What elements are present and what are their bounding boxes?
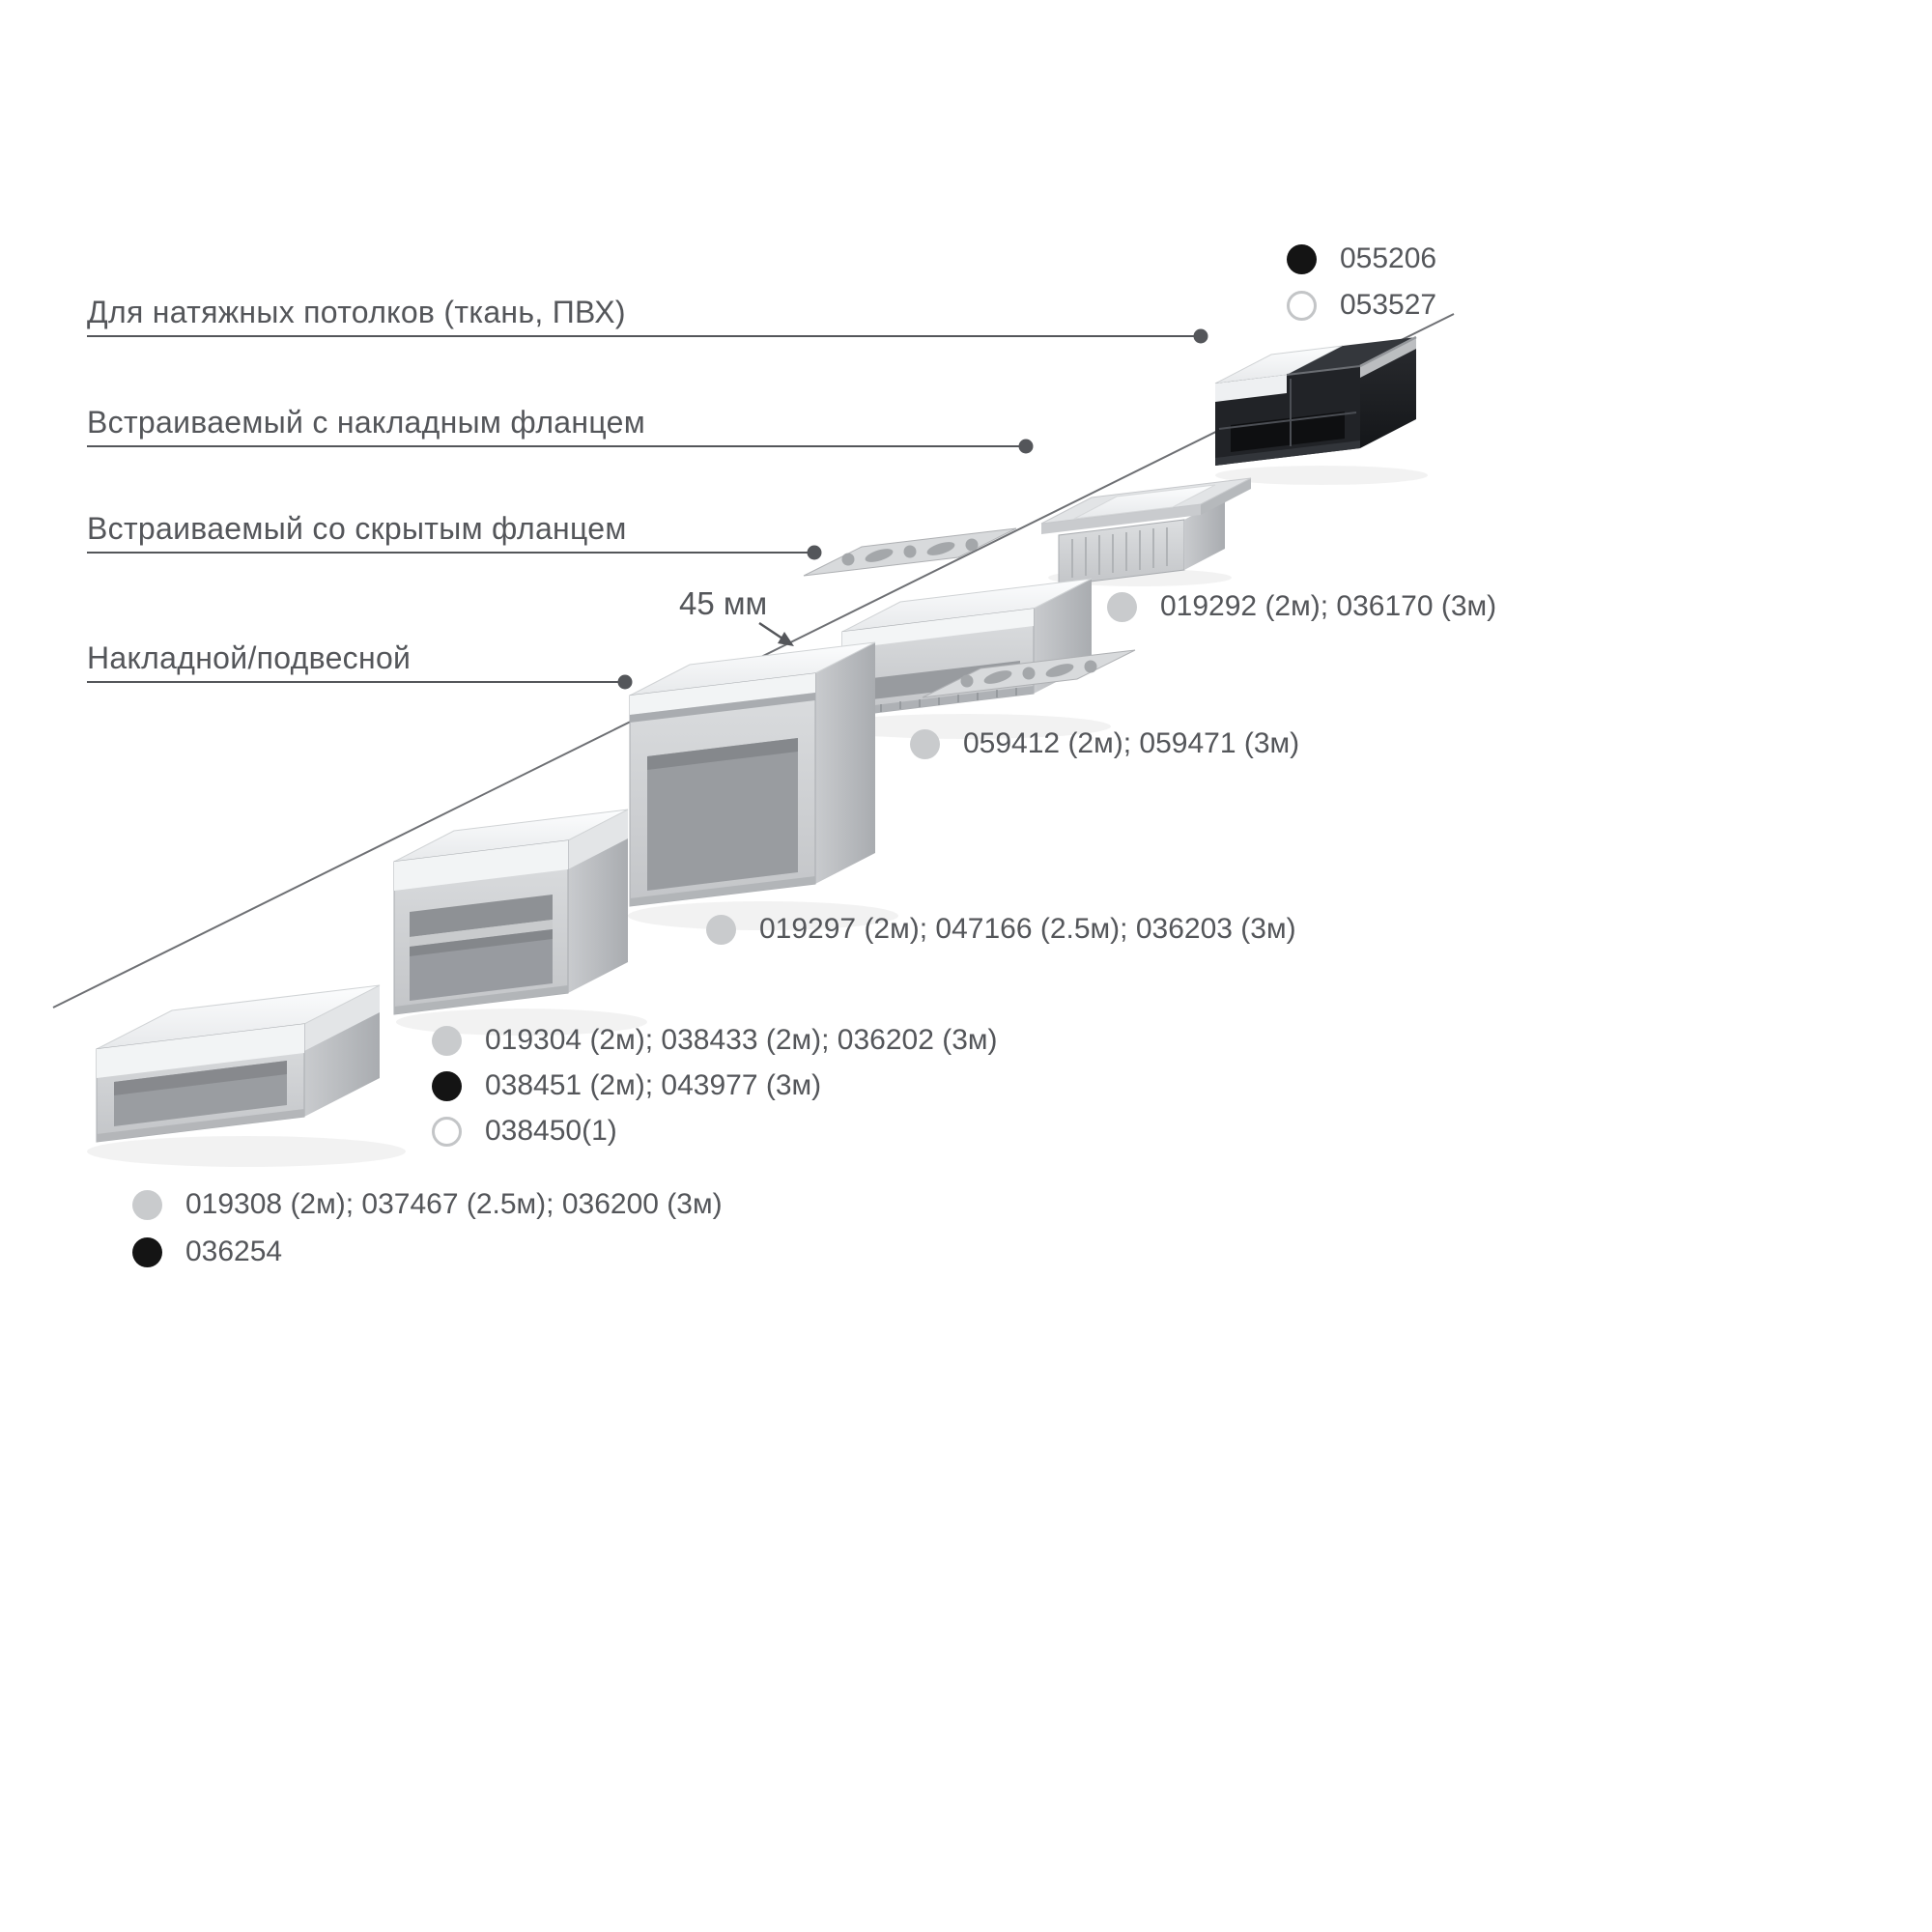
article-codes: 059412 (2м); 059471 (3м) — [963, 727, 1300, 759]
callout-dot — [1018, 439, 1034, 454]
diffuser-side-band — [304, 985, 380, 1051]
diffuser-front-band — [97, 1024, 304, 1078]
diffuser-front-band — [394, 840, 568, 891]
white-dot-icon — [1287, 290, 1317, 321]
callout-dot — [807, 545, 822, 560]
profile-cavity — [1231, 412, 1345, 452]
flange-holes — [960, 660, 1097, 688]
profile-shadows — [87, 466, 1428, 1167]
edge-highlight — [1286, 365, 1361, 376]
diffuser-side — [1360, 337, 1416, 378]
cavity-shadow — [410, 929, 553, 956]
diffuser-front — [1215, 375, 1287, 402]
code-row-stretch-ceiling-2: 053527 — [1287, 289, 1437, 321]
category-label-stretch-ceilings: Для натяжных потолков (ткань, ПВХ) — [87, 295, 626, 329]
diffuser-front-band — [842, 609, 1034, 649]
code-row-stretch-ceiling-1: 055206 — [1287, 242, 1437, 274]
article-codes: 019297 (2м); 047166 (2.5м); 036203 (3м) — [759, 913, 1296, 945]
black-dot-icon — [132, 1236, 162, 1267]
profile-top-face — [1287, 337, 1416, 375]
cross-section-line — [1218, 412, 1357, 430]
article-codes: 038450(1) — [485, 1115, 617, 1147]
diffuser-side-band — [568, 810, 628, 869]
article-codes: 036254 — [185, 1236, 283, 1267]
flange-right-edge — [1201, 478, 1251, 515]
category-label-recessed-surface-flange: Встраиваемый с накладным фланцем — [87, 405, 646, 440]
profile-bottom-lip — [1215, 440, 1360, 466]
profile-recessed-hidden-flange — [803, 527, 1136, 718]
profile-recessed-surface-flange — [1040, 477, 1252, 586]
diffuser-front-band — [630, 673, 815, 715]
code-row-surface-medium-2: 038451 (2м); 043977 (3м) — [432, 1069, 822, 1101]
category-label-recessed-hidden-flange: Встраиваемый со скрытым фланцем — [87, 511, 627, 546]
profile-bottom-lip — [842, 686, 1034, 717]
gray-dot-icon — [910, 728, 940, 759]
led-groove-strip — [630, 693, 815, 723]
profile-bottom-lip — [394, 985, 568, 1014]
perforated-flange-front — [922, 649, 1136, 698]
article-codes: 019304 (2м); 038433 (2м); 036202 (3м) — [485, 1024, 998, 1056]
black-dot-icon — [1287, 243, 1317, 274]
code-row-surface-large: 019297 (2м); 047166 (2.5м); 036203 (3м) — [706, 913, 1296, 945]
code-row-recessed-hidden-flange: 059412 (2м); 059471 (3м) — [910, 727, 1300, 759]
category-label-surface-suspended: Накладной/подвесной — [87, 640, 412, 675]
gray-dot-icon — [432, 1025, 462, 1056]
flange-front-edge — [1041, 504, 1201, 534]
profile-surface-small — [96, 984, 381, 1143]
dimension-label: 45 мм — [679, 585, 768, 621]
article-codes: 038451 (2м); 043977 (3м) — [485, 1069, 822, 1101]
flange-holes — [841, 538, 979, 566]
inner-shelf — [410, 920, 553, 947]
heatsink-fins — [1071, 527, 1168, 578]
profile-bottom-lip — [630, 876, 815, 906]
code-row-recessed-surface-flange: 019292 (2м); 036170 (3м) — [1107, 590, 1497, 622]
code-row-surface-small-1: 019308 (2м); 037467 (2.5м); 036200 (3м) — [132, 1188, 723, 1220]
profile-side-face — [815, 642, 875, 884]
cavity-shadow — [114, 1061, 287, 1095]
gray-dot-icon — [706, 914, 736, 945]
edge-highlight — [1359, 335, 1417, 368]
profile-stretch-ceiling — [1214, 335, 1417, 466]
upper-slot — [410, 895, 553, 937]
callout-dot — [1193, 328, 1208, 344]
dimension-arrow — [758, 621, 794, 646]
white-dot-icon — [432, 1116, 462, 1147]
profile-surface-large — [629, 641, 876, 907]
profile-bottom-lip — [97, 1109, 304, 1142]
gray-dot-icon — [1107, 591, 1137, 622]
category-callout-lines — [87, 328, 1208, 690]
article-codes: 055206 — [1340, 242, 1437, 274]
article-codes: 019292 (2м); 036170 (3м) — [1160, 590, 1497, 622]
cavity-shadow — [647, 738, 798, 770]
article-codes: 053527 — [1340, 289, 1437, 321]
diffuser-top — [1073, 484, 1216, 520]
black-dot-icon — [432, 1070, 462, 1101]
profile-surface-medium — [393, 809, 629, 1015]
code-row-surface-medium-3: 038450(1) — [432, 1115, 617, 1147]
profile-side-face — [1184, 498, 1225, 570]
code-row-surface-small-2: 036254 — [132, 1236, 282, 1267]
profile-cavity — [647, 738, 798, 891]
gray-dot-icon — [132, 1189, 162, 1220]
code-row-surface-medium-1: 019304 (2м); 038433 (2м); 036202 (3м) — [432, 1024, 998, 1056]
perforated-flange-rear — [803, 527, 1017, 577]
article-codes: 019308 (2м); 037467 (2.5м); 036200 (3м) — [185, 1188, 723, 1220]
callout-dot — [617, 674, 633, 690]
